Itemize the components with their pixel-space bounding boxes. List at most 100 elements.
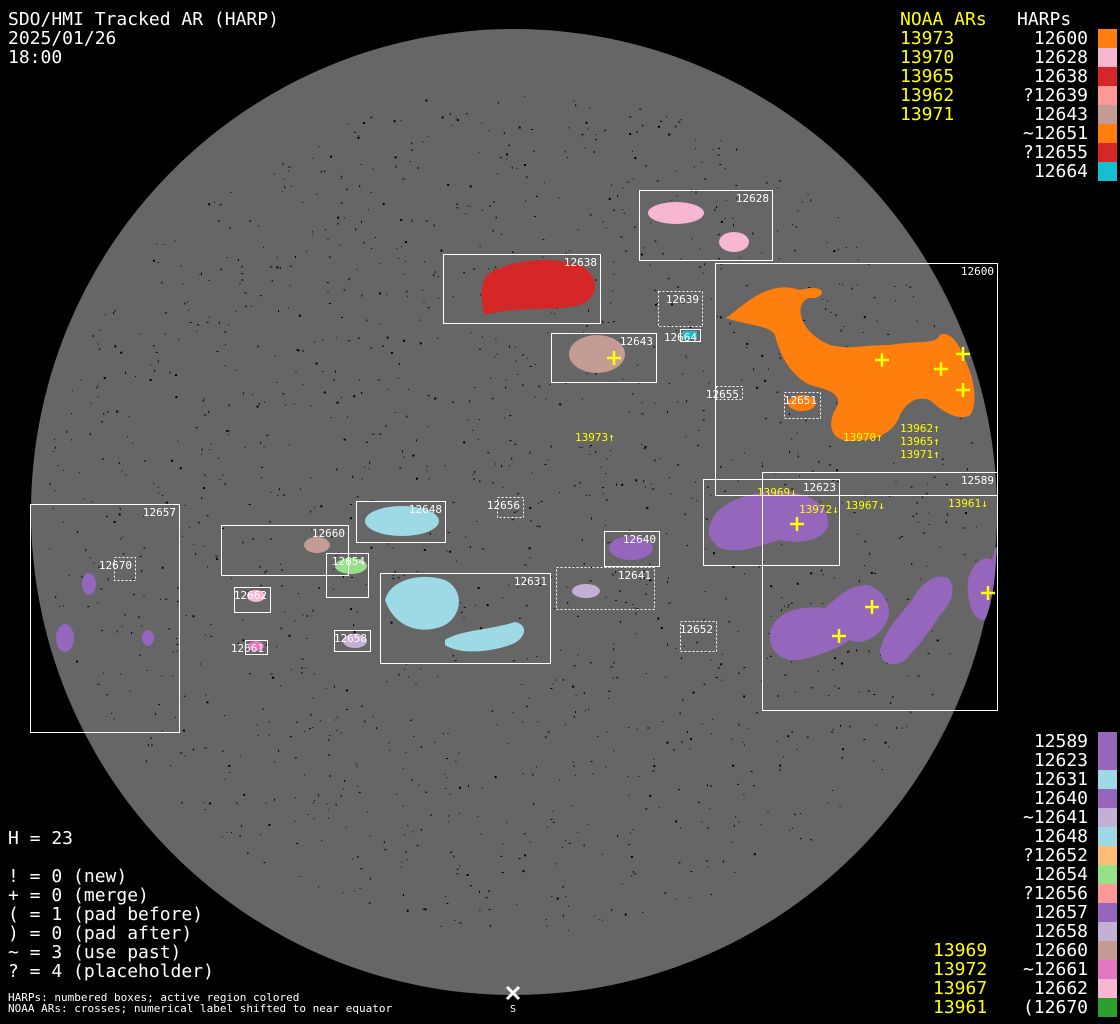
stat-line: ~ = 3 (use past) (8, 942, 182, 963)
speckle-dot (485, 897, 488, 899)
speckle-dot (76, 531, 78, 533)
harp-legend-item: 12589 (1033, 731, 1088, 752)
speckle-dot (622, 187, 624, 189)
noaa-cross-marker (607, 351, 621, 365)
speckle-dot (201, 448, 203, 451)
speckle-dot (479, 245, 481, 247)
speckle-dot (675, 170, 677, 172)
noaa-label: 13962↑ (900, 422, 940, 435)
speckle-dot (710, 494, 712, 496)
speckle-dot (199, 274, 201, 276)
speckle-dot (559, 492, 560, 494)
harp-color-swatch (1098, 998, 1117, 1017)
speckle-dot (404, 834, 406, 836)
speckle-dot (208, 203, 211, 206)
speckle-dot (547, 459, 549, 461)
speckle-dot (493, 269, 495, 271)
speckle-dot (703, 618, 705, 620)
ar-12640 (609, 536, 653, 560)
harp-color-swatch (1098, 105, 1117, 124)
speckle-dot (681, 741, 683, 744)
speckle-dot (665, 676, 667, 678)
speckle-dot (287, 307, 289, 309)
speckle-dot (506, 822, 508, 824)
speckle-dot (116, 410, 119, 413)
speckle-dot (218, 220, 220, 222)
speckle-dot (412, 831, 414, 833)
speckle-dot (703, 370, 705, 372)
speckle-dot (710, 659, 711, 661)
speckle-dot (691, 497, 693, 499)
speckle-dot (268, 824, 271, 826)
speckle-dot (393, 120, 396, 123)
speckle-dot (422, 908, 425, 910)
speckle-dot (263, 862, 266, 863)
speckle-dot (779, 357, 782, 359)
speckle-dot (516, 168, 518, 170)
speckle-dot (949, 653, 951, 655)
speckle-dot (651, 483, 652, 485)
harp-box-label: 12648 (409, 503, 442, 516)
speckle-dot (588, 709, 590, 711)
speckle-dot (646, 583, 648, 585)
speckle-dot (623, 212, 625, 214)
speckle-dot (302, 349, 304, 352)
speckle-dot (469, 185, 472, 188)
speckle-dot (605, 227, 607, 229)
speckle-dot (793, 813, 796, 815)
speckle-dot (230, 192, 232, 193)
speckle-dot (422, 141, 424, 143)
speckle-dot (476, 520, 478, 522)
harp-legend-item: 12664 (1033, 161, 1088, 182)
speckle-dot (635, 479, 638, 482)
speckle-dot (671, 303, 673, 306)
harp-box-outline (703, 479, 840, 566)
speckle-dot (640, 578, 642, 580)
speckle-dot (128, 415, 130, 417)
speckle-dot (718, 257, 720, 260)
speckle-dot (765, 182, 768, 184)
speckle-dot (589, 494, 591, 496)
speckle-dot (846, 345, 848, 347)
speckle-dot (653, 758, 655, 760)
speckle-dot (361, 294, 363, 297)
speckle-dot (923, 423, 924, 425)
speckle-dot (314, 800, 316, 801)
speckle-dot (495, 266, 497, 269)
speckle-dot (66, 430, 68, 433)
speckle-dot (90, 402, 92, 404)
speckle-dot (387, 388, 389, 390)
south-pole-x-icon (505, 985, 521, 1001)
speckle-dot (753, 368, 755, 371)
harp-box-outline (443, 254, 601, 324)
speckle-dot (628, 182, 630, 183)
speckle-dot (486, 604, 489, 607)
speckle-dot (76, 660, 79, 663)
speckle-dot (724, 168, 726, 170)
speckle-dot (309, 728, 311, 730)
speckle-dot (411, 149, 414, 151)
speckle-dot (327, 238, 329, 240)
speckle-dot (834, 685, 836, 687)
speckle-dot (474, 387, 476, 388)
speckle-dot (402, 805, 404, 807)
speckle-dot (196, 330, 198, 332)
speckle-dot (583, 692, 585, 695)
speckle-dot (342, 892, 344, 894)
speckle-dot (529, 507, 532, 509)
speckle-dot (325, 229, 326, 230)
speckle-dot (488, 268, 490, 270)
speckle-dot (566, 586, 568, 588)
noaa-legend-item: 13970 (900, 47, 955, 68)
speckle-dot (420, 828, 422, 831)
speckle-dot (709, 785, 712, 787)
speckle-dot (405, 751, 407, 753)
stat-line: + = 0 (merge) (8, 885, 149, 906)
speckle-dot (567, 157, 568, 158)
speckle-dot (686, 545, 689, 547)
speckle-dot (525, 200, 526, 202)
speckle-dot (668, 602, 671, 604)
speckle-dot (262, 708, 265, 710)
speckle-dot (371, 248, 372, 249)
speckle-dot (833, 250, 836, 253)
